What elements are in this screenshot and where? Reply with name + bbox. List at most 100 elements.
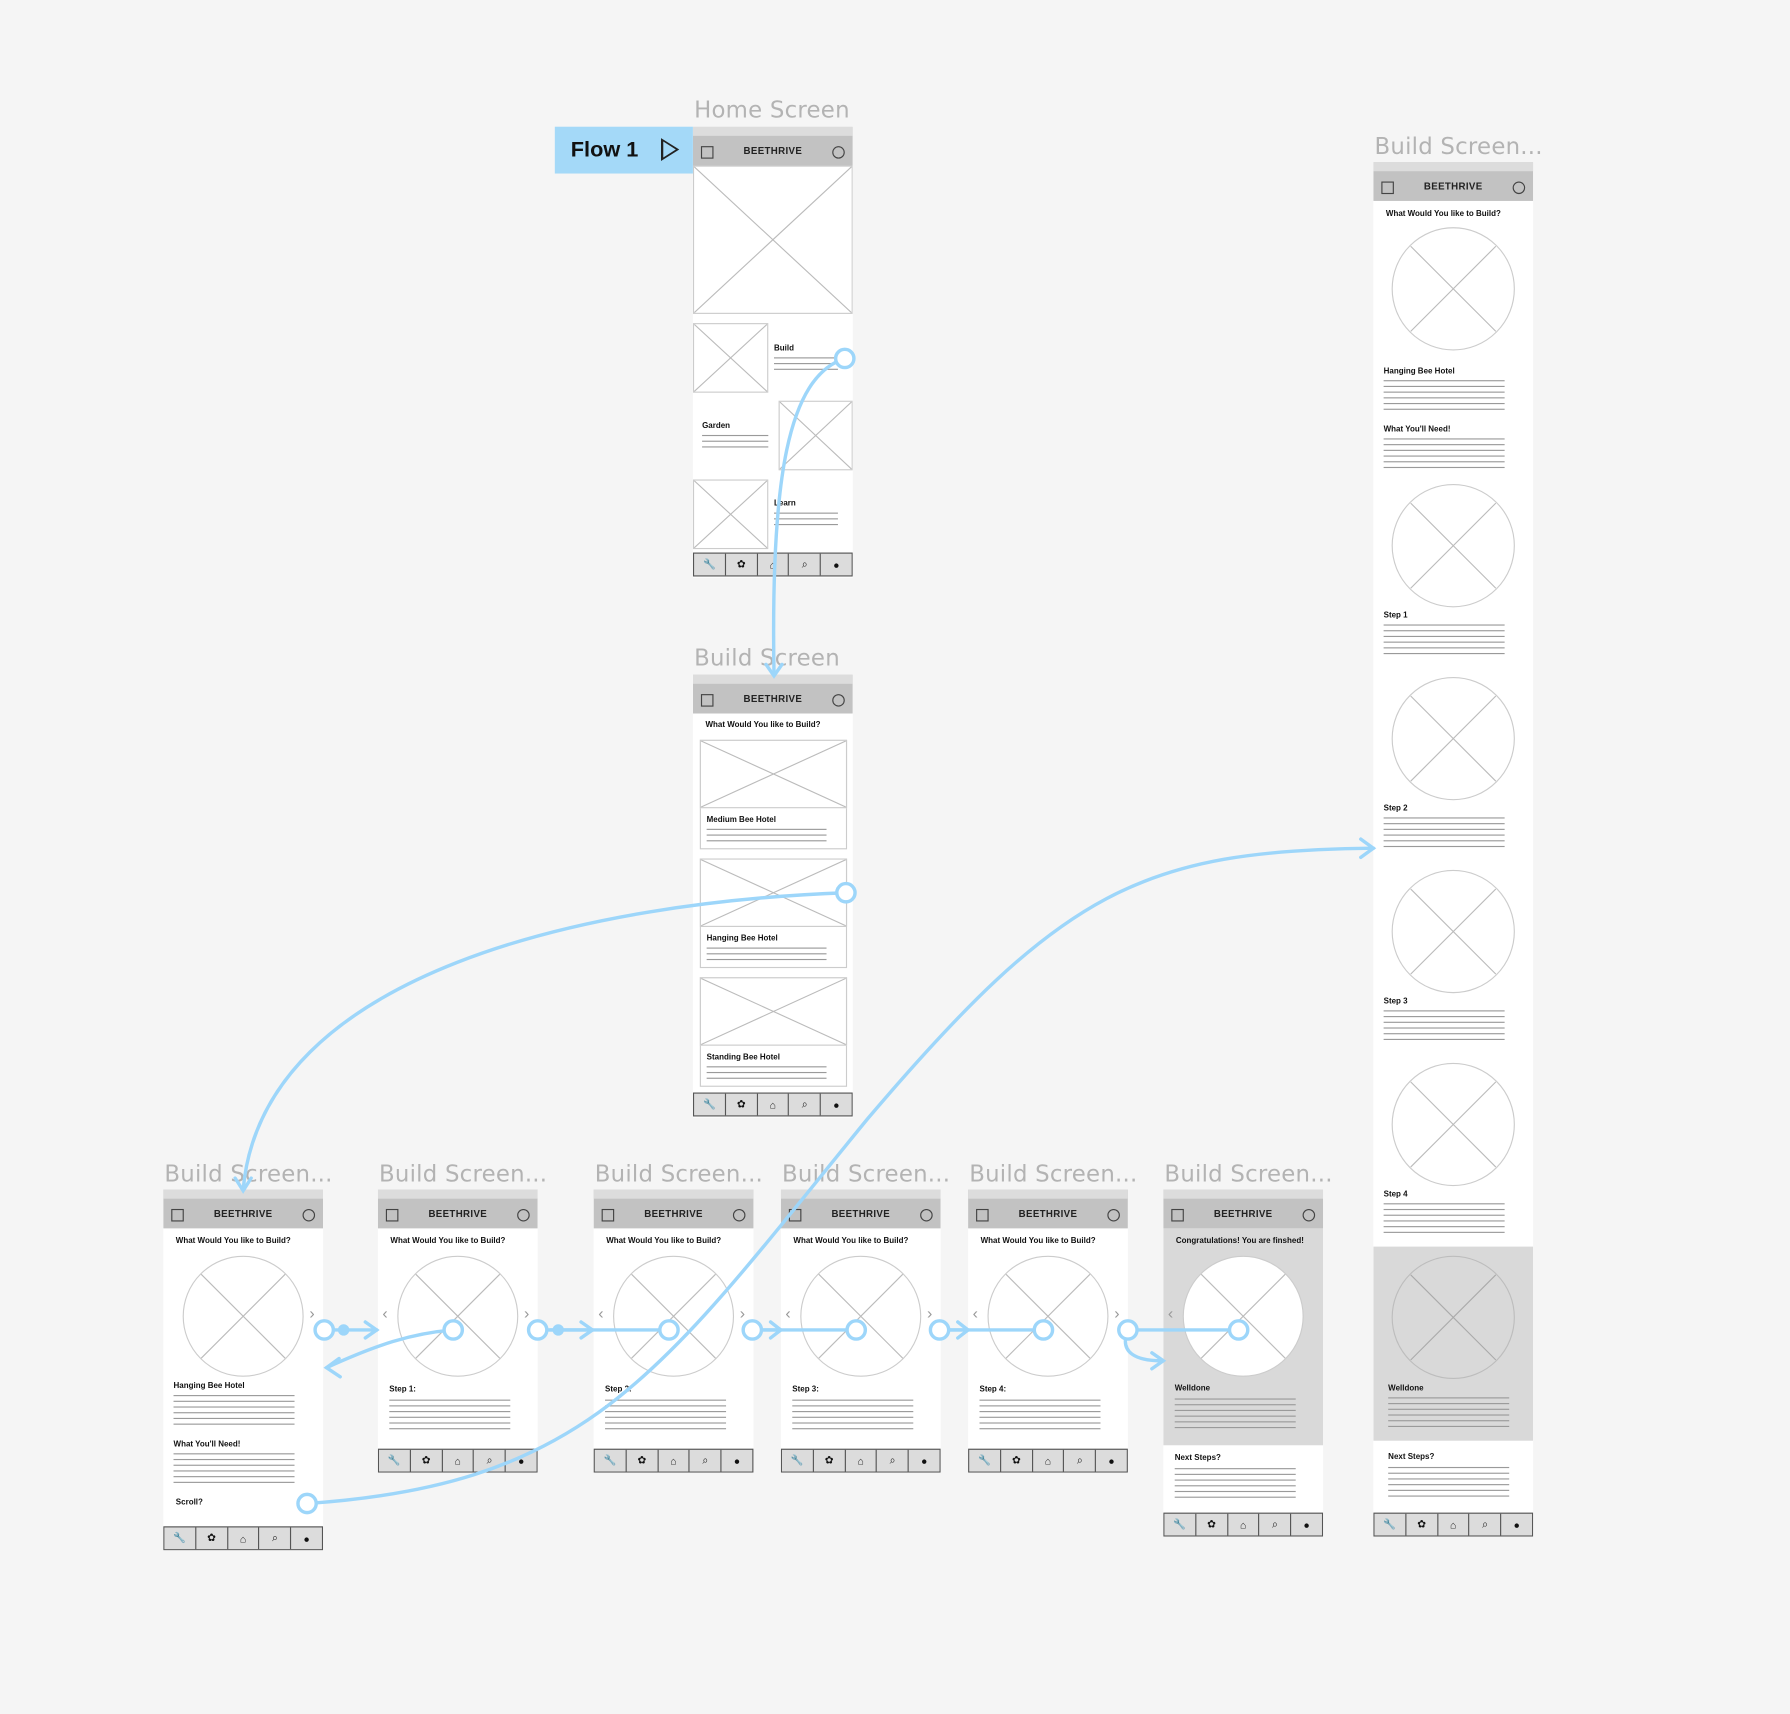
chevron-right-icon[interactable]: › (739, 1303, 746, 1322)
profile-icon[interactable] (517, 1208, 530, 1222)
build-screen-title[interactable]: Build Screen (694, 643, 840, 672)
home-icon[interactable]: ⌂ (658, 1449, 690, 1472)
chevron-left-icon[interactable]: ‹ (785, 1303, 791, 1322)
wrench-icon[interactable]: 🔧 (1374, 1513, 1407, 1536)
row-screen-3-title[interactable]: Build Screen... (594, 1159, 764, 1188)
info-icon[interactable]: ● (1303, 1518, 1310, 1531)
wrench-icon[interactable]: 🔧 (782, 1449, 814, 1472)
bee-icon[interactable]: ✿ (1196, 1513, 1228, 1536)
chevron-left-icon[interactable]: ‹ (598, 1303, 604, 1322)
wrench-icon[interactable]: 🔧 (694, 1093, 726, 1116)
flow-start-badge[interactable]: Flow 1 (554, 126, 693, 174)
long-build-screen-title[interactable]: Build Screen... (1374, 132, 1543, 160)
menu-icon[interactable] (700, 146, 714, 159)
info-icon[interactable]: ● (1108, 1454, 1115, 1467)
info-icon[interactable]: ● (921, 1454, 928, 1467)
bee-icon[interactable]: ✿ (814, 1449, 846, 1472)
search-icon[interactable]: ⌕ (789, 553, 822, 576)
profile-icon[interactable] (920, 1208, 933, 1222)
bee-icon[interactable]: ✿ (196, 1527, 228, 1550)
info-icon[interactable]: ● (1513, 1518, 1520, 1531)
menu-icon[interactable] (700, 694, 714, 707)
info-icon[interactable]: ● (303, 1532, 310, 1545)
row-screen-5-title[interactable]: Build Screen... (969, 1159, 1138, 1188)
build-screen-frame[interactable]: BEETHRIVE What Would You like to Build? … (692, 674, 853, 1118)
card-hanging-bee-hotel[interactable]: Hanging Bee Hotel (699, 858, 848, 969)
home-icon[interactable]: ⌂ (442, 1449, 475, 1472)
chevron-left-icon[interactable]: ‹ (382, 1303, 388, 1322)
home-screen-title[interactable]: Home Screen (694, 95, 850, 124)
bee-icon[interactable]: ✿ (726, 553, 758, 576)
profile-icon[interactable] (832, 694, 845, 707)
step-1-screen-frame[interactable]: BEETHRIVE What Would You like to Build? … (377, 1189, 538, 1473)
wrench-icon[interactable]: 🔧 (595, 1449, 627, 1472)
chevron-right-icon[interactable]: › (1114, 1303, 1120, 1322)
row-screen-4-title[interactable]: Build Screen... (781, 1159, 951, 1188)
chevron-left-icon[interactable]: ‹ (1167, 1303, 1174, 1322)
search-icon[interactable]: ⌕ (474, 1449, 506, 1472)
step-3-screen-frame[interactable]: BEETHRIVE What Would You like to Build? … (780, 1189, 941, 1473)
card-medium-bee-hotel[interactable]: Medium Bee Hotel (699, 739, 848, 850)
wrench-icon[interactable]: 🔧 (379, 1449, 411, 1472)
home-icon[interactable]: ⌂ (845, 1449, 878, 1472)
chevron-left-icon[interactable]: ‹ (972, 1303, 978, 1322)
row-screen-2-title[interactable]: Build Screen... (379, 1159, 548, 1188)
chevron-right-icon[interactable]: › (309, 1303, 315, 1322)
search-icon[interactable]: ⌕ (877, 1449, 909, 1472)
home-icon[interactable]: ⌂ (1033, 1449, 1065, 1472)
profile-icon[interactable] (302, 1208, 316, 1222)
welldone-label: Welldone (1174, 1384, 1211, 1393)
next-steps-label[interactable]: Next Steps? (1174, 1454, 1221, 1463)
wrench-icon[interactable]: 🔧 (1164, 1513, 1197, 1536)
home-icon[interactable]: ⌂ (228, 1527, 260, 1550)
chevron-right-icon[interactable]: › (926, 1303, 933, 1322)
wrench-icon[interactable]: 🔧 (164, 1527, 197, 1550)
search-icon[interactable]: ⌕ (789, 1093, 822, 1116)
info-icon[interactable]: ● (518, 1454, 525, 1467)
wrench-icon[interactable]: 🔧 (694, 553, 726, 576)
bee-icon[interactable]: ✿ (627, 1449, 659, 1472)
home-icon[interactable]: ⌂ (758, 553, 790, 576)
info-icon[interactable]: ● (733, 1454, 741, 1467)
row-screen-6-title[interactable]: Build Screen... (1164, 1159, 1333, 1188)
profile-icon[interactable] (832, 146, 845, 159)
card-standing-bee-hotel[interactable]: Standing Bee Hotel (699, 977, 848, 1087)
profile-icon[interactable] (1302, 1208, 1316, 1222)
home-screen-frame[interactable]: BEETHRIVE Build Garden Learn 🔧 ✿ ⌂ ⌕ ● (692, 126, 853, 578)
chevron-right-icon[interactable]: › (523, 1303, 530, 1322)
row-screen-1-title[interactable]: Build Screen... (164, 1159, 333, 1188)
search-icon[interactable]: ⌕ (690, 1449, 722, 1472)
search-icon[interactable]: ⌕ (1064, 1449, 1097, 1472)
connector-row5-to-row6[interactable] (1123, 1328, 1164, 1363)
profile-icon[interactable] (1512, 181, 1526, 195)
scroll-label[interactable]: Scroll? (175, 1498, 203, 1507)
menu-icon[interactable] (171, 1208, 184, 1222)
play-icon[interactable] (660, 138, 680, 161)
step-2-screen-frame[interactable]: BEETHRIVE What Would You like to Build? … (593, 1189, 754, 1473)
row-screen-1-frame[interactable]: BEETHRIVE What Would You like to Build? … (163, 1189, 324, 1551)
next-steps-label[interactable]: Next Steps? (1388, 1453, 1435, 1462)
build-section-label[interactable]: Build (774, 344, 794, 353)
long-build-screen-frame[interactable]: BEETHRIVE What Would You like to Build? … (1373, 162, 1534, 1537)
bee-icon[interactable]: ✿ (1406, 1513, 1438, 1536)
info-icon[interactable]: ● (833, 1098, 840, 1111)
bee-icon[interactable]: ✿ (411, 1449, 443, 1472)
profile-icon[interactable] (1107, 1208, 1120, 1222)
step-4-screen-frame[interactable]: BEETHRIVE What Would You like to Build? … (968, 1189, 1128, 1473)
profile-icon[interactable] (732, 1208, 746, 1222)
bee-icon[interactable]: ✿ (726, 1093, 758, 1116)
search-icon[interactable]: ⌕ (260, 1527, 292, 1550)
bee-icon[interactable]: ✿ (1001, 1449, 1033, 1472)
search-icon[interactable]: ⌕ (1470, 1513, 1502, 1536)
home-icon[interactable]: ⌂ (1438, 1513, 1470, 1536)
search-icon[interactable]: ⌕ (1260, 1513, 1292, 1536)
garden-section-label[interactable]: Garden (702, 422, 731, 431)
learn-section-label[interactable]: Learn (774, 500, 796, 509)
home-icon[interactable]: ⌂ (1228, 1513, 1260, 1536)
wrench-icon[interactable]: 🔧 (969, 1449, 1001, 1472)
menu-icon[interactable] (1381, 181, 1394, 195)
home-icon[interactable]: ⌂ (758, 1093, 790, 1116)
info-icon[interactable]: ● (833, 558, 840, 571)
finished-screen-frame[interactable]: BEETHRIVE Congratulations! You are finsh… (1163, 1189, 1324, 1537)
